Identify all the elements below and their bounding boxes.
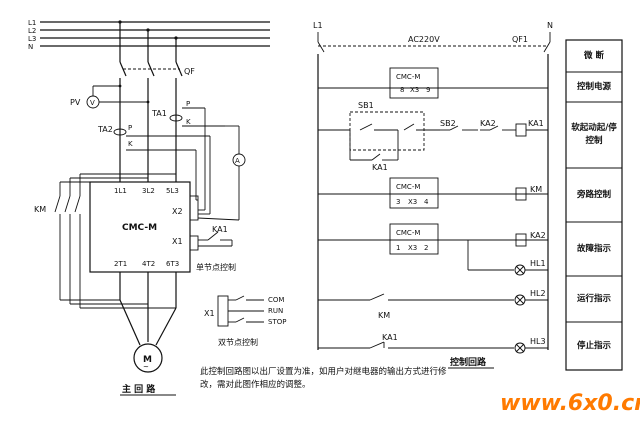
term-3l2: 3L2 <box>142 187 155 195</box>
qf-label: QF <box>184 67 195 76</box>
term-6t3: 6T3 <box>166 260 179 268</box>
single-node-label: 单节点控制 <box>196 262 236 272</box>
x1-double-label: X1 <box>204 309 215 318</box>
term-1l1: 1L1 <box>114 187 127 195</box>
legend-item-softstart: 软起动起/停控制 <box>571 123 617 146</box>
x3a-9: 9 <box>426 86 430 94</box>
legend-item-run: 运行指示 <box>576 293 611 304</box>
control-circuit: L1 N AC220V QF1 CMC-M 8 X3 9 SB1 SB2 KA2 <box>313 21 553 369</box>
x3b-4: 4 <box>424 198 429 206</box>
ta2-p: P <box>128 124 132 132</box>
motor-feed: M ~ 主 回 路 <box>60 272 177 396</box>
x3b-x3: X3 <box>408 198 417 206</box>
motor-ac: ~ <box>143 363 149 371</box>
ta2-k: K <box>128 140 133 148</box>
com-label: COM <box>268 296 284 304</box>
watermark: www.6x0.cn <box>500 391 640 416</box>
x2-label: X2 <box>172 207 183 216</box>
double-node-label: 双节点控制 <box>218 337 258 347</box>
cmc-box1-label: CMC-M <box>396 73 420 81</box>
sb2-label: SB2 <box>440 119 456 128</box>
phase-l2: L2 <box>28 27 36 35</box>
ammeter-symbol: A <box>235 157 240 165</box>
ka2-coil-label: KA2 <box>530 231 546 240</box>
cmc-label: CMC-M <box>122 223 157 233</box>
cmc-box3-label: CMC-M <box>396 229 420 237</box>
pv-label: PV <box>70 98 81 107</box>
x3a-8: 8 <box>400 86 404 94</box>
motor-symbol: M <box>143 355 152 365</box>
legend-item-breaker: 微 断 <box>584 51 604 61</box>
voltmeter: V PV <box>70 84 150 109</box>
ta1-p: P <box>186 100 190 108</box>
hl1-label: HL1 <box>530 259 546 268</box>
voltmeter-symbol: V <box>90 99 95 107</box>
soft-starter-box: 1L1 3L2 5L3 CMC-M 2T1 4T2 6T3 X2 X1 KA1 … <box>89 181 240 273</box>
x3c-1: 1 <box>396 244 400 252</box>
legend-column <box>565 39 623 371</box>
sb1-label: SB1 <box>358 101 374 110</box>
phase-l3: L3 <box>28 35 36 43</box>
ctrl-l1-label: L1 <box>313 21 323 30</box>
main-circuit-title: 主 回 路 <box>122 383 156 395</box>
stop-label: STOP <box>268 318 286 326</box>
qf1-label: QF1 <box>512 35 528 44</box>
ac220v-label: AC220V <box>408 35 440 44</box>
ctrl-n-label: N <box>547 21 553 30</box>
x3c-2: 2 <box>424 244 428 252</box>
ta2-label: TA2 <box>97 125 113 134</box>
run-label: RUN <box>268 307 283 315</box>
double-node-control: X1 COM RUN STOP 双节点控制 <box>204 295 286 347</box>
km-run-label: KM <box>378 311 390 320</box>
note-block: 此控制回路图以出厂设置为准，如用户对继电器的输出方式进行修改，需对此图作相应的调… <box>200 367 447 390</box>
ka1-stop-label: KA1 <box>382 333 398 342</box>
term-4t2: 4T2 <box>142 260 155 268</box>
phase-buses: L1 L2 L3 N <box>28 19 270 51</box>
phase-l1: L1 <box>28 19 36 27</box>
legend-labels: 微 断 控制电源 软起动起/停控制 旁路控制 故障指示 运行指示 停止指示 <box>566 40 622 370</box>
hl3-label: HL3 <box>530 337 546 346</box>
x3c-x3: X3 <box>408 244 417 252</box>
current-transformers: TA1 P K TA2 P K <box>97 100 225 151</box>
cmc-box2-label: CMC-M <box>396 183 420 191</box>
legend-item-stop: 停止指示 <box>576 340 611 351</box>
km-label: KM <box>34 205 46 214</box>
control-circuit-title: 控制回路 <box>450 356 487 368</box>
phase-drops: QF <box>118 20 195 182</box>
term-2t1: 2T1 <box>114 260 127 268</box>
ta1-k: K <box>186 118 191 126</box>
note-text: 此控制回路图以出厂设置为准，如用户对继电器的输出方式进行修改，需对此图作相应的调… <box>200 367 447 390</box>
hl2-label: HL2 <box>530 289 546 298</box>
ammeter: A <box>195 108 246 220</box>
legend-item-power: 控制电源 <box>576 82 611 92</box>
ka1-coil-label: KA1 <box>528 119 544 128</box>
ka2-ctrl-label: KA2 <box>480 119 496 128</box>
ka1-hold-label: KA1 <box>372 163 388 172</box>
km-coil-label: KM <box>530 185 542 194</box>
x3a-x3: X3 <box>410 86 419 94</box>
term-5l3: 5L3 <box>166 187 179 195</box>
phase-n: N <box>28 43 33 51</box>
x1-label: X1 <box>172 237 183 246</box>
ta1-label: TA1 <box>151 109 167 118</box>
x3b-3: 3 <box>396 198 400 206</box>
legend-item-fault: 故障指示 <box>576 243 611 254</box>
legend-item-bypass: 旁路控制 <box>576 189 611 200</box>
motor-icon <box>133 343 163 373</box>
ka1-main-label: KA1 <box>212 225 228 234</box>
